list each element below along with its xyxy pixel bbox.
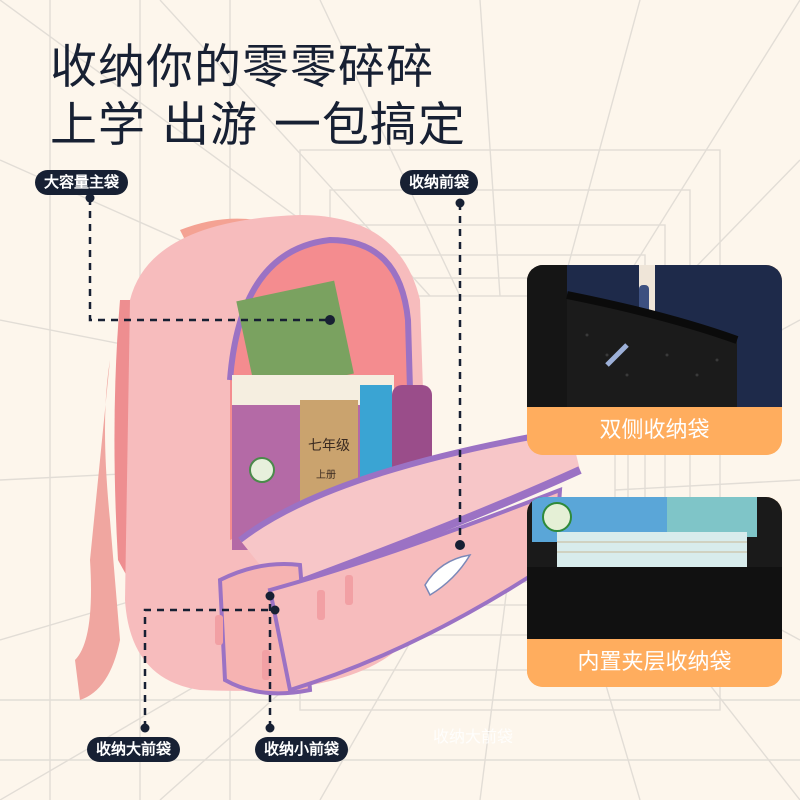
- inset-side-pockets: 双侧收纳袋: [527, 265, 782, 455]
- headline-line-1: 收纳你的零零碎碎: [50, 40, 434, 95]
- headline-line-2: 上学 出游 一包搞定: [50, 98, 466, 153]
- backpack-illustration: 七年级 上册: [75, 215, 582, 700]
- inner-layer-pocket-photo: [527, 497, 782, 639]
- callout-large-front-pocket: 收纳大前袋: [87, 737, 181, 762]
- inset-inner-layer-pocket: 内置夹层收纳袋: [527, 497, 782, 687]
- inset-caption-inner-layer: 内置夹层收纳袋: [527, 639, 782, 687]
- inset-caption-side-pockets: 双侧收纳袋: [527, 407, 782, 455]
- watermark-text: 收纳大前袋: [433, 727, 514, 746]
- book-cover-title: 七年级: [308, 438, 350, 454]
- book-cover-subtitle: 上册: [316, 469, 336, 481]
- side-mesh-pocket-photo: [527, 265, 782, 407]
- callout-small-front-pocket: 收纳小前袋: [255, 737, 349, 762]
- callout-front-pocket: 收纳前袋: [400, 170, 479, 195]
- callout-main-compartment: 大容量主袋: [35, 170, 129, 195]
